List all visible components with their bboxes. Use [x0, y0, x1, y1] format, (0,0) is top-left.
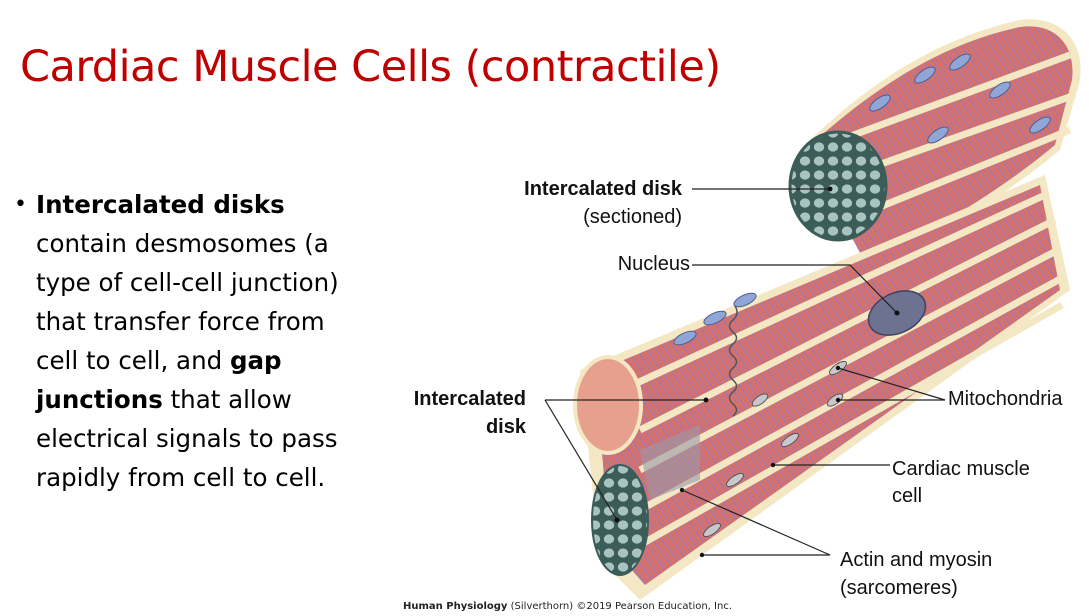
label-cardiac-muscle-cell: Cardiac muscle: [892, 458, 1030, 480]
cardiac-muscle-illustration: [573, 19, 1081, 600]
label-mitochondria: Mitochondria: [948, 388, 1063, 410]
bullet-line: cell to cell, and: [36, 346, 230, 375]
bullet-list: • Intercalated disks contain desmosomes …: [14, 185, 379, 497]
citation-rest: (Silverthorn) ©2019 Pearson Education, I…: [507, 601, 732, 612]
bullet-marker: •: [14, 192, 27, 217]
bullet-item: • Intercalated disks contain desmosomes …: [14, 185, 379, 497]
bullet-line: type of cell-cell junction): [36, 268, 339, 297]
bullet-text: Intercalated disks contain desmosomes (a…: [36, 185, 339, 497]
label-sectioned-sub: (sectioned): [583, 206, 682, 228]
citation-book: Human Physiology: [403, 601, 508, 612]
label-intercalated-disk-line2: disk: [485, 416, 526, 438]
label-intercalated-disk: Intercalated: [413, 388, 526, 410]
bullet-line: rapidly from cell to cell.: [36, 463, 326, 492]
bold-term-gap: gap: [229, 346, 282, 375]
bold-term-junctions: junctions: [36, 385, 163, 414]
bullet-line: that transfer force from: [36, 307, 325, 336]
slide-title: Cardiac Muscle Cells (contractile): [20, 42, 721, 92]
label-nucleus: Nucleus: [617, 253, 690, 275]
label-actin-myosin: Actin and myosin: [840, 549, 993, 571]
bullet-line: contain desmosomes (a: [36, 229, 329, 258]
figure-citation: Human Physiology (Silverthorn) ©2019 Pea…: [403, 601, 732, 612]
label-intercalated-disk-sectioned: Intercalated disk: [524, 178, 682, 200]
label-sarcomeres: (sarcomeres): [840, 577, 958, 599]
bullet-line: that allow: [162, 385, 292, 414]
bullet-line: electrical signals to pass: [36, 424, 338, 453]
bold-term-intercalated-disks: Intercalated disks: [36, 190, 285, 219]
label-cardiac-muscle-cell-line2: cell: [892, 485, 923, 507]
